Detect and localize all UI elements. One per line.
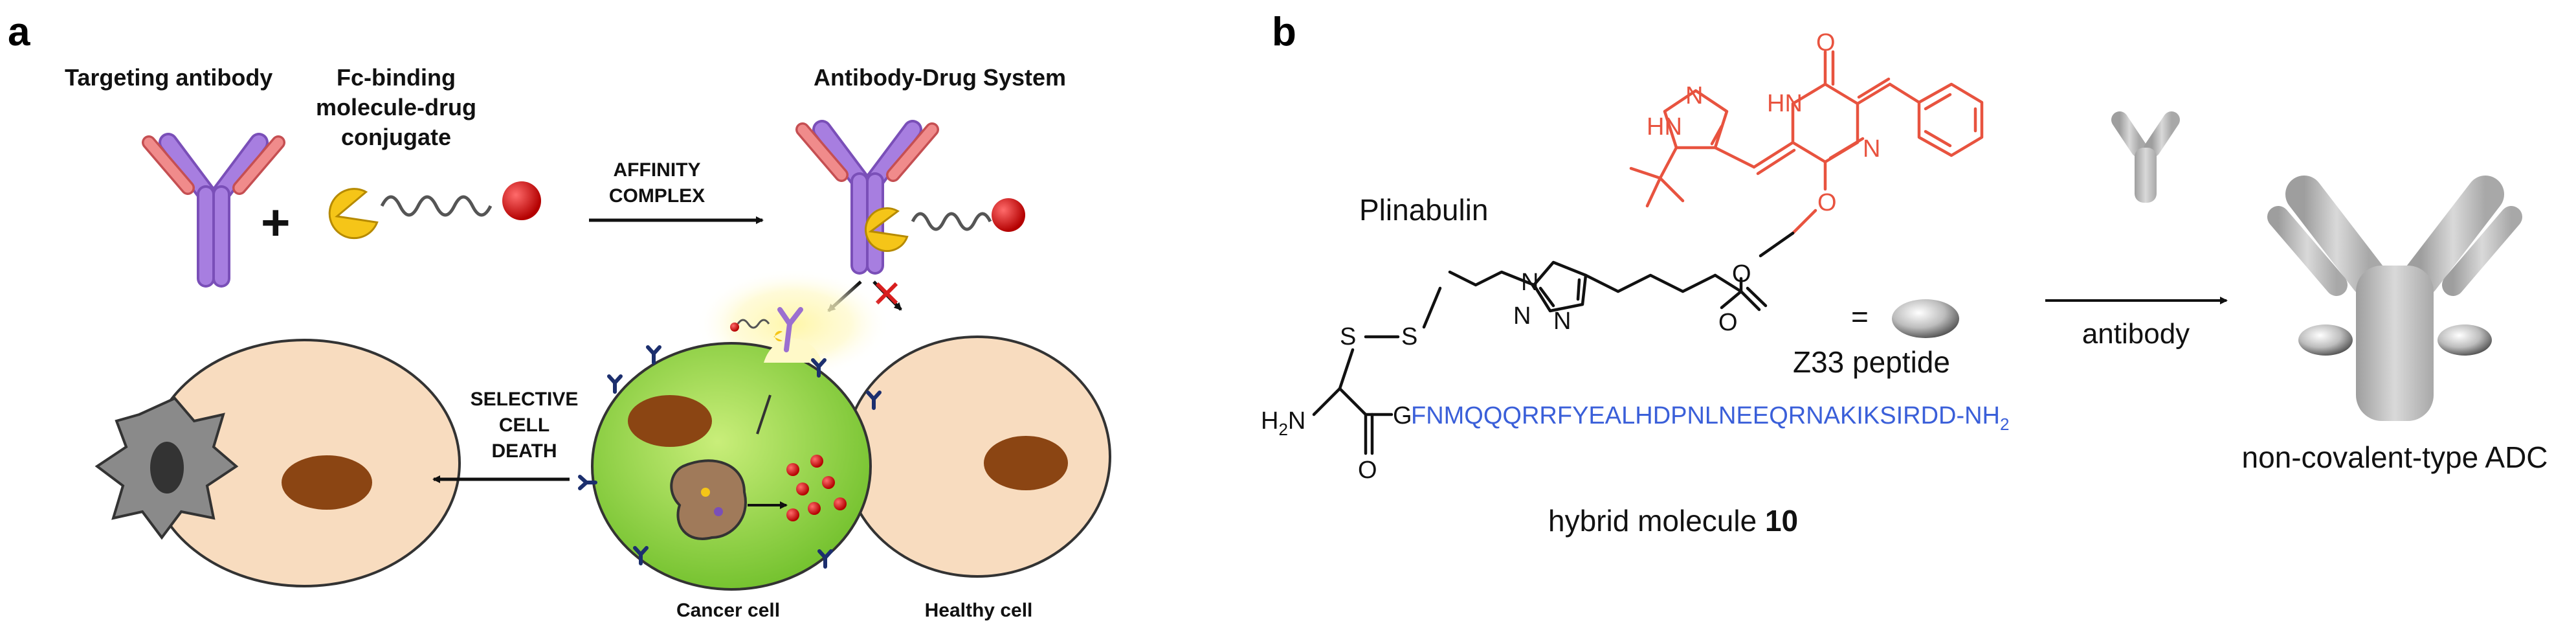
atom-n-imidazole: N: [1685, 82, 1703, 109]
cancer-cell: [591, 269, 890, 591]
bound-conjugate-icon: [865, 198, 1025, 252]
label-antibody-drug-system: Antibody-Drug System: [814, 64, 1066, 91]
label-non-covalent-adc: non-covalent-type ADC: [2241, 440, 2548, 474]
small-antibody-icon: [2111, 111, 2180, 203]
atom-s2: S: [1340, 323, 1356, 350]
label-affinity-1: AFFINITY: [614, 159, 701, 181]
atom-n2-triazole: N: [1513, 302, 1531, 330]
label-affinity-2: COMPLEX: [609, 185, 705, 207]
atom-o-amide: O: [1358, 457, 1377, 484]
antibody-drug-system-icon: [803, 130, 932, 266]
receptor-icon: [648, 347, 660, 363]
receptor-icon: [609, 376, 621, 392]
atom-hn-dkp: HN: [1767, 90, 1803, 117]
plinabulin-structure: [1629, 50, 1984, 235]
label-death: DEATH: [491, 440, 557, 462]
conjugate-icon: [328, 181, 541, 240]
atom-o-ether: O: [1817, 189, 1837, 216]
plus-sign: +: [261, 194, 291, 251]
label-fc-binding-2: molecule-drug: [316, 94, 476, 120]
atom-hn-imidazole: HN: [1647, 113, 1682, 141]
label-hybrid-molecule: hybrid molecule 10: [1548, 504, 1798, 538]
panel-label-b: b: [1272, 10, 1296, 54]
atom-o-carbonyl: O: [1816, 29, 1836, 56]
atom-s1: S: [1401, 323, 1417, 350]
atom-g: G: [1393, 402, 1412, 429]
linker-structure: [1312, 231, 1795, 455]
atom-o-ester: O: [1732, 260, 1751, 288]
healthy-cell: [843, 335, 1111, 578]
atom-n3-triazole: N: [1553, 308, 1571, 335]
label-cancer-cell: Cancer cell: [676, 600, 780, 621]
atom-n1-triazole: N: [1521, 269, 1538, 296]
label-targeting-antibody: Targeting antibody: [65, 64, 272, 91]
h2n-label: H2N: [1261, 407, 1305, 439]
label-selective: SELECTIVE: [471, 389, 579, 410]
atom-n-dkp: N: [1863, 135, 1880, 163]
label-fc-binding-1: Fc-binding: [337, 64, 456, 91]
adc-antibody-icon: [2267, 176, 2522, 421]
label-plinabulin: Plinabulin: [1359, 193, 1488, 227]
label-z33-peptide: Z33 peptide: [1793, 345, 1950, 379]
svg-text:H2N: H2N: [1261, 407, 1305, 439]
label-cell: CELL: [499, 415, 550, 436]
panel-label-a: a: [8, 10, 30, 54]
label-fc-binding-3: conjugate: [341, 124, 451, 150]
peptide-sequence: FNMQQQRRFYEALHDPNLNEEQRNAKIKSIRDD-NH2: [1411, 402, 2009, 434]
dying-cell: [94, 339, 461, 587]
label-healthy-cell: Healthy cell: [925, 600, 1033, 621]
hybrid-ellipse-icon: [1892, 299, 1959, 338]
equals-sign: =: [1851, 300, 1869, 334]
antibody-icon: [149, 142, 278, 278]
label-antibody-arrow: antibody: [2082, 318, 2190, 350]
atom-o-ester-carbonyl: O: [1718, 309, 1738, 336]
